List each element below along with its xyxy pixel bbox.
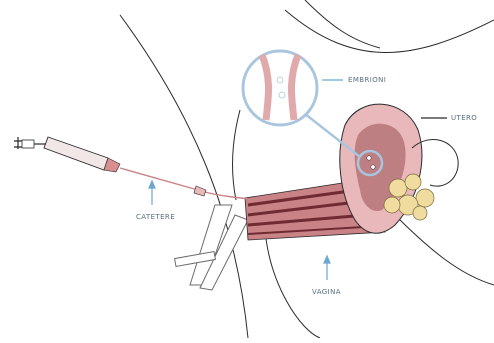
catheter-line — [120, 168, 260, 200]
vagina-arrow-icon — [324, 256, 330, 280]
embryos-label: EMBRIONI — [348, 76, 386, 84]
speculum — [175, 205, 248, 290]
uterus-label: UTERO — [451, 114, 477, 122]
syringe — [14, 137, 120, 172]
catheter-arrow-icon — [149, 181, 155, 205]
magnifier-lens — [243, 51, 317, 125]
catheter-hub — [194, 186, 206, 196]
body-outline — [120, 0, 494, 338]
catheter-label: CATETERE — [136, 213, 175, 221]
vagina-label: VAGINA — [312, 288, 341, 296]
